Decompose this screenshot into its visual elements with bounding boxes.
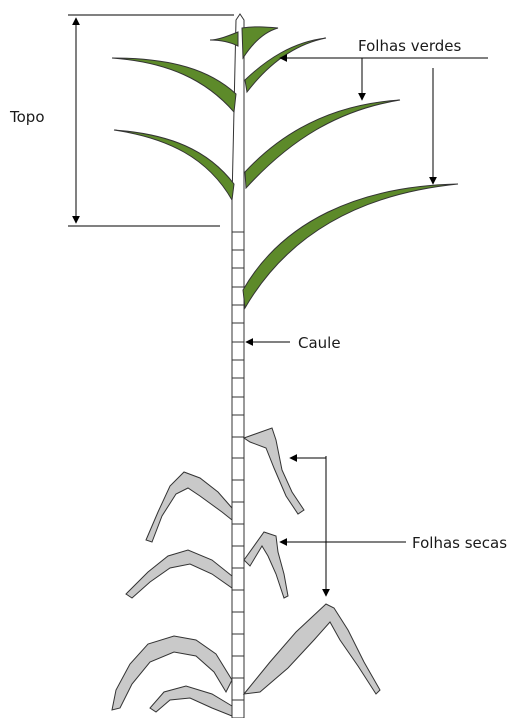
green-leaves-label: Folhas verdes <box>358 37 461 55</box>
green-leaf <box>245 38 326 92</box>
dry-leaf <box>150 686 232 716</box>
green-leaf <box>112 58 236 112</box>
green-leaf <box>243 184 458 308</box>
top-indicator <box>68 15 234 226</box>
dry-leaf <box>126 550 232 598</box>
green-leaves-pointers <box>280 58 488 184</box>
green-leaf <box>245 100 400 188</box>
green-leaf <box>210 32 238 46</box>
stem-label: Caule <box>298 334 341 352</box>
green-leaves <box>112 27 458 308</box>
stem <box>232 14 244 718</box>
dry-leaf <box>244 428 304 514</box>
dry-leaf <box>244 604 380 694</box>
dry-leaf <box>146 472 232 542</box>
top-label: Topo <box>10 108 45 126</box>
dry-leaves <box>112 428 380 716</box>
dry-leaves-pointers <box>280 456 406 596</box>
green-leaf <box>242 27 278 58</box>
green-leaf <box>114 130 234 200</box>
dry-leaves-label: Folhas secas <box>412 534 507 552</box>
